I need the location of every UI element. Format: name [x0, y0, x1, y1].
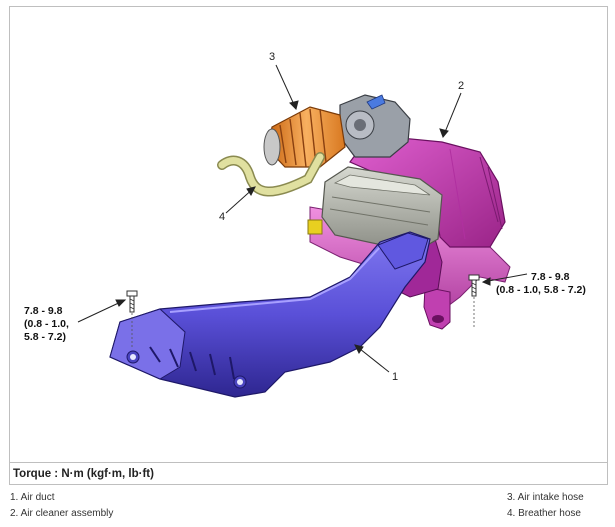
legend-item-1: 1. Air duct [10, 492, 55, 503]
legend-item-3: 3. Air intake hose [507, 492, 584, 503]
air-cleaner-cover [307, 166, 443, 253]
torque-spec-left: 7.8 - 9.8 (0.8 - 1.0, 5.8 - 7.2) [24, 305, 69, 344]
torque-left-line2: (0.8 - 1.0, [24, 318, 69, 330]
torque-right-line2: (0.8 - 1.0, 5.8 - 7.2) [496, 284, 586, 296]
air-cleaner-diagram [77, 64, 528, 398]
legend-item-2: 2. Air cleaner assembly [10, 508, 114, 519]
callout-4: 4 [219, 211, 226, 223]
sensor-connector [366, 94, 386, 110]
yellow-clip [307, 219, 323, 235]
bolt-right-icon [468, 274, 480, 327]
torque-left-line1: 7.8 - 9.8 [24, 305, 63, 317]
air-duct [109, 231, 431, 398]
throttle-body [319, 94, 411, 158]
callout-3: 3 [269, 51, 276, 63]
air-intake-hose [263, 106, 346, 168]
torque-spec-right: 7.8 - 9.8 (0.8 - 1.0, 5.8 - 7.2) [496, 271, 586, 297]
callout-1: 1 [392, 371, 399, 383]
torque-units-label: Torque : N·m (kgf·m, lb·ft) [10, 462, 607, 484]
torque-left-line3: 5.8 - 7.2) [24, 331, 67, 343]
callout-2: 2 [458, 80, 465, 92]
leader-lines [77, 64, 528, 373]
bolt-left-icon [126, 290, 138, 347]
breather-hose [217, 152, 325, 197]
torque-right-line1: 7.8 - 9.8 [531, 271, 570, 283]
legend-item-4: 4. Breather hose [507, 508, 581, 519]
figure-frame: 3 2 4 1 7.8 - 9.8 (0.8 - 1.0, 5.8 - 7.2)… [9, 6, 608, 485]
mount-bracket-hole [432, 315, 444, 323]
